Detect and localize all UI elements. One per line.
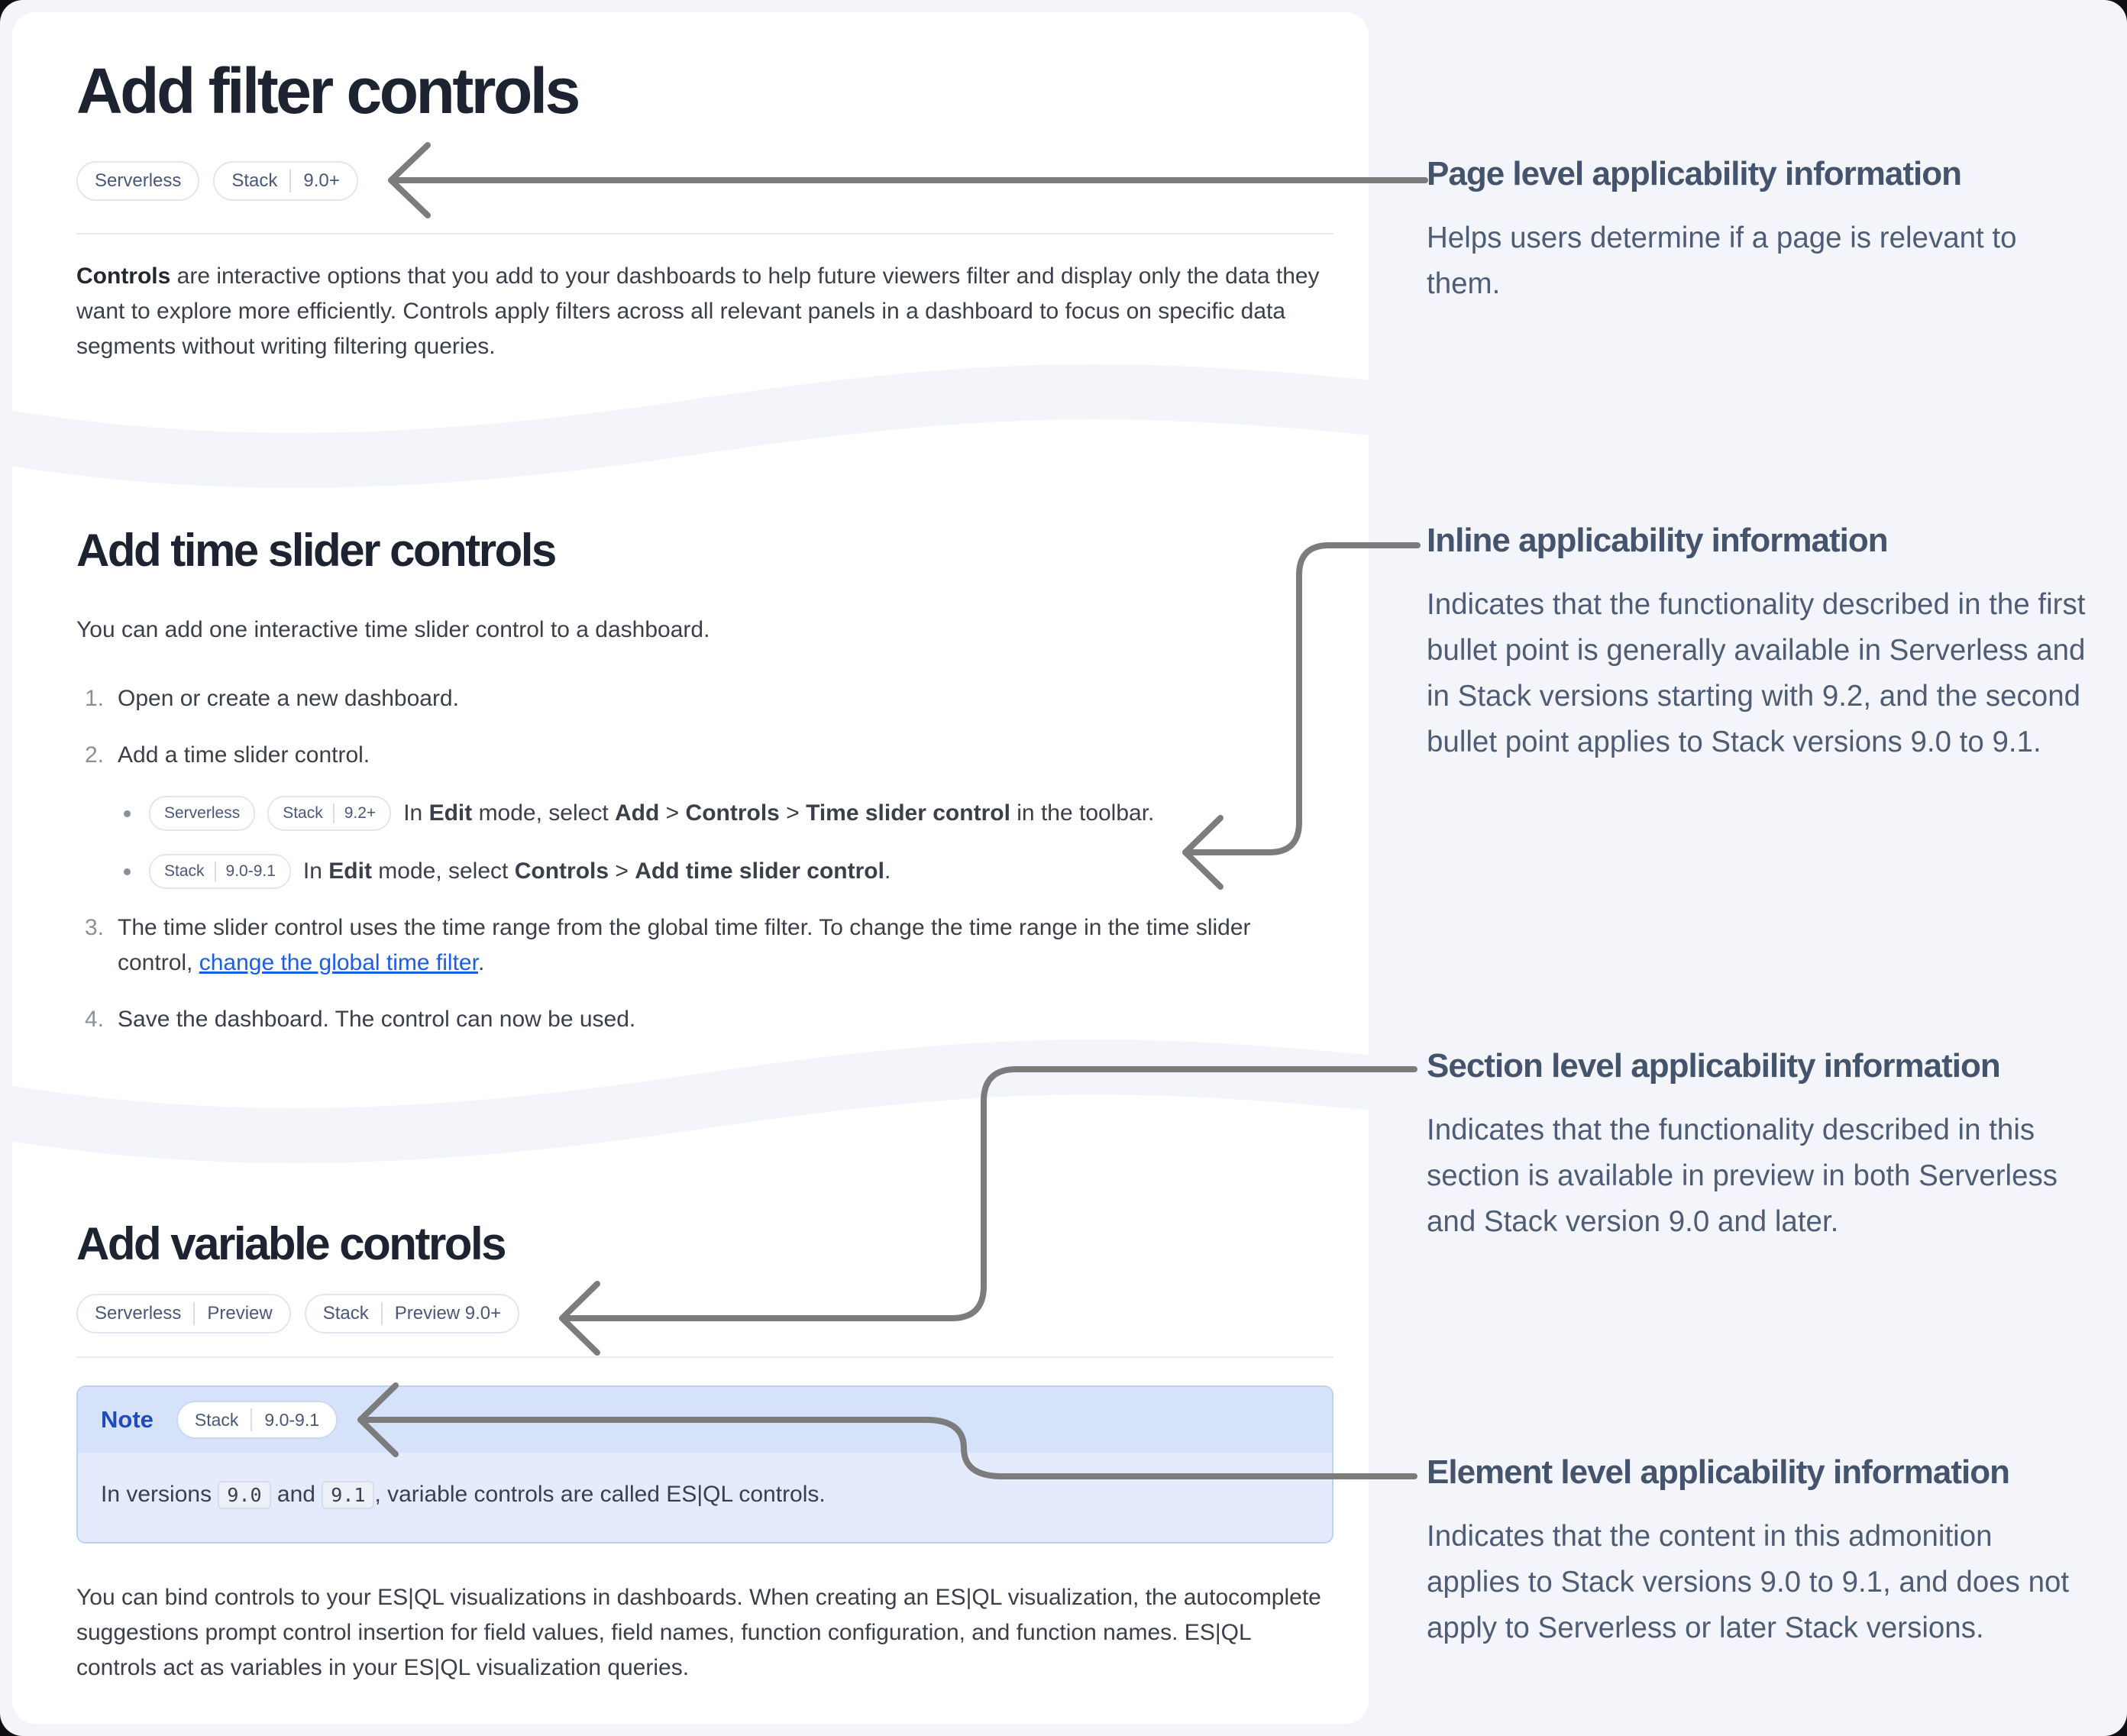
note-admonition: Note Stack 9.0-9.1 In versions 9.0 and 9… — [76, 1385, 1333, 1544]
step-number: 2. — [84, 742, 104, 768]
annotation-title: Page level applicability information — [1427, 155, 1962, 192]
code-chip: 9.0 — [218, 1481, 271, 1509]
step-4: 4. Save the dashboard. The control can n… — [76, 1002, 1333, 1037]
note-body: In versions 9.0 and 9.1, variable contro… — [78, 1453, 1332, 1542]
step-number: 1. — [84, 686, 104, 711]
note-header: Note Stack 9.0-9.1 — [78, 1387, 1332, 1453]
note-label: Note — [101, 1406, 154, 1433]
code-chip: 9.1 — [322, 1481, 375, 1509]
section-title: Add time slider controls — [76, 525, 557, 576]
badge-divider — [289, 170, 292, 193]
divider — [76, 1356, 1333, 1358]
section-add-variable-controls: Add variable controls Serverless Preview… — [76, 1220, 1333, 1709]
intro-paragraph: Controls are interactive options that yo… — [76, 263, 1320, 360]
badge-divider — [193, 1302, 196, 1325]
bullet-serverless-stack-92: Serverless Stack 9.2+ In Edit mode, sele… — [124, 796, 1333, 831]
section-applicability-badges: Serverless Preview Stack Preview 9.0+ — [76, 1294, 1333, 1334]
badge-stack-version: Stack 9.2+ — [267, 796, 392, 831]
badge-serverless: Serverless — [76, 161, 200, 202]
annotation-body: Indicates that the functionality describ… — [1427, 1114, 2058, 1239]
bullet-dot — [124, 868, 131, 875]
annotation-section-level: Section level applicability information … — [1427, 1047, 2093, 1245]
annotation-element-level: Element level applicability information … — [1427, 1453, 2093, 1651]
step-number: 3. — [84, 915, 104, 940]
step-1: 1. Open or create a new dashboard. — [76, 681, 1333, 716]
change-global-time-filter-link[interactable]: change the global time filter — [199, 950, 478, 975]
section-title: Add variable controls — [76, 1218, 506, 1269]
wave-separator — [12, 1039, 1369, 1163]
badge-divider — [332, 803, 335, 823]
section-intro: You can add one interactive time slider … — [76, 617, 710, 642]
annotation-page-level: Page level applicability information Hel… — [1427, 155, 2093, 307]
badge-divider — [380, 1302, 383, 1325]
badge-stack-version: Stack 9.0-9.1 — [176, 1401, 338, 1439]
badge-serverless: Serverless — [149, 796, 256, 831]
annotation-inline-level: Inline applicability information Indicat… — [1427, 522, 2093, 765]
bullet-dot — [124, 810, 131, 817]
section-add-time-slider-controls: Add time slider controls You can add one… — [76, 526, 1333, 1037]
bullet-stack-90-91: Stack 9.0-9.1 In Edit mode, select Contr… — [124, 854, 1333, 889]
annotation-body: Indicates that the functionality describ… — [1427, 588, 2086, 759]
badge-serverless-preview: Serverless Preview — [76, 1294, 291, 1334]
bullet-text: In Edit mode, select Add > Controls > Ti… — [403, 800, 1155, 826]
annotation-title: Section level applicability information — [1427, 1047, 2001, 1085]
ordered-steps: 1. Open or create a new dashboard. 2. Ad… — [76, 681, 1333, 1037]
step-2-bullets: Serverless Stack 9.2+ In Edit mode, sele… — [124, 796, 1333, 889]
page-title: Add filter controls — [76, 55, 580, 127]
annotation-title: Element level applicability information — [1427, 1453, 2010, 1491]
annotation-body: Helps users determine if a page is relev… — [1427, 221, 2017, 301]
step-number: 4. — [84, 1007, 104, 1032]
badge-stack-version: Stack 9.0+ — [213, 161, 358, 202]
badge-stack-preview: Stack Preview 9.0+ — [304, 1294, 520, 1334]
page-applicability-badges: Serverless Stack 9.0+ — [76, 161, 1333, 202]
bullet-text: In Edit mode, select Controls > Add time… — [302, 858, 891, 884]
badge-divider — [251, 1408, 253, 1431]
annotation-title: Inline applicability information — [1427, 522, 1889, 559]
divider — [76, 233, 1333, 235]
badge-stack-version: Stack 9.0-9.1 — [149, 854, 291, 889]
wave-separator — [12, 364, 1369, 488]
badge-divider — [214, 862, 216, 881]
annotation-body: Indicates that the content in this admon… — [1427, 1520, 2070, 1645]
step-2: 2. Add a time slider control. — [76, 738, 1333, 773]
section-add-filter-controls: Add filter controls Serverless Stack 9.0… — [76, 57, 1333, 387]
step-3: 3. The time slider control uses the time… — [76, 910, 1333, 981]
section-paragraph: You can bind controls to your ES|QL visu… — [76, 1585, 1321, 1680]
doc-column: Add filter controls Serverless Stack 9.0… — [12, 12, 1369, 1724]
